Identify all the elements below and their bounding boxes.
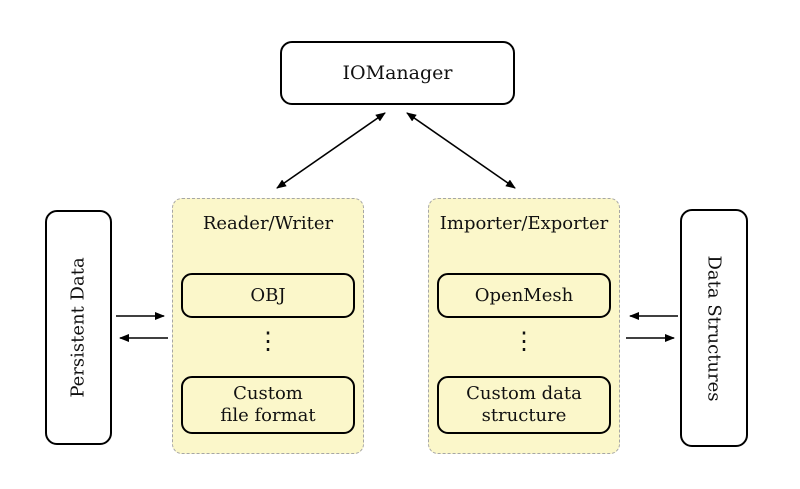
node-obj: OBJ [181,273,355,318]
custom-data-structure-line2: structure [481,405,567,426]
node-data-structures: Data Structures [680,209,748,447]
node-openmesh: OpenMesh [437,273,611,318]
edge-iomanager-importer-exporter [406,112,516,189]
panel-importer-exporter: Importer/Exporter OpenMesh ⋮ Custom data… [428,198,620,454]
persistent-data-label: Persistent Data [68,257,90,398]
node-iomanager: IOManager [280,41,515,105]
custom-data-structure-line1: Custom data [466,383,582,405]
iomanager-label: IOManager [342,62,453,84]
custom-file-format-line1: Custom [233,383,303,405]
importer-exporter-ellipsis: ⋮ [512,327,536,355]
obj-label: OBJ [250,284,286,306]
importer-exporter-title: Importer/Exporter [439,213,609,234]
data-structures-label: Data Structures [703,254,725,402]
node-custom-data-structure: Custom data structure [437,376,611,434]
node-custom-file-format: Custom file format [181,376,355,434]
node-persistent-data: Persistent Data [45,210,112,445]
reader-writer-title: Reader/Writer [202,213,334,234]
reader-writer-ellipsis: ⋮ [256,327,280,355]
edge-iomanager-reader-writer [276,112,386,189]
custom-file-format-line2: file format [220,405,316,426]
panel-reader-writer: Reader/Writer OBJ ⋮ Custom file format [172,198,364,454]
openmesh-label: OpenMesh [474,284,574,306]
